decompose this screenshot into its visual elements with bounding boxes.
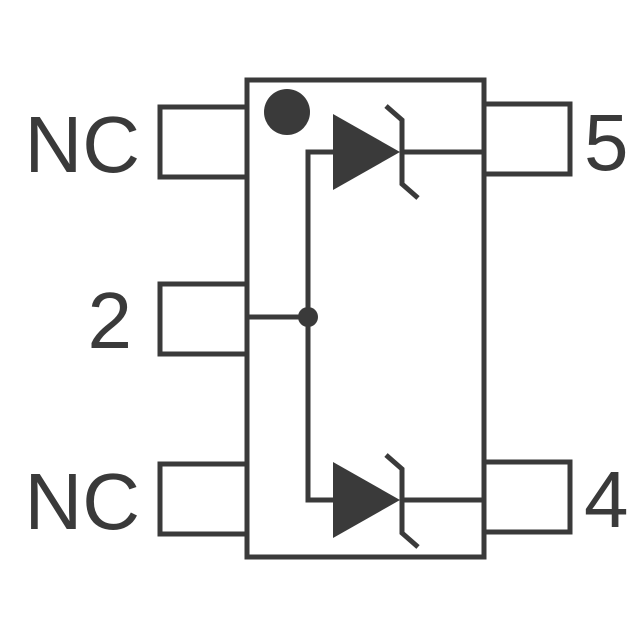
zener-diode-bottom (333, 462, 400, 538)
pin-label-nc-top: NC (24, 100, 140, 189)
pin-label-5: 5 (584, 98, 629, 187)
zener-cathode-bottom (384, 453, 420, 549)
pin-pad-4 (481, 459, 573, 535)
pin-pad-nc-top (157, 104, 250, 180)
junction-dot (298, 307, 318, 327)
pin-label-nc-bottom: NC (24, 457, 140, 546)
zener-diode-top (333, 114, 400, 190)
pin-1-indicator-dot (264, 89, 310, 135)
zener-cathode-top (384, 104, 420, 200)
pin-label-2: 2 (88, 276, 133, 365)
pin-label-4: 4 (584, 455, 629, 544)
pin-pad-2 (157, 281, 250, 357)
pin-pad-5 (481, 101, 573, 177)
pin-pad-nc-bottom (157, 461, 250, 537)
